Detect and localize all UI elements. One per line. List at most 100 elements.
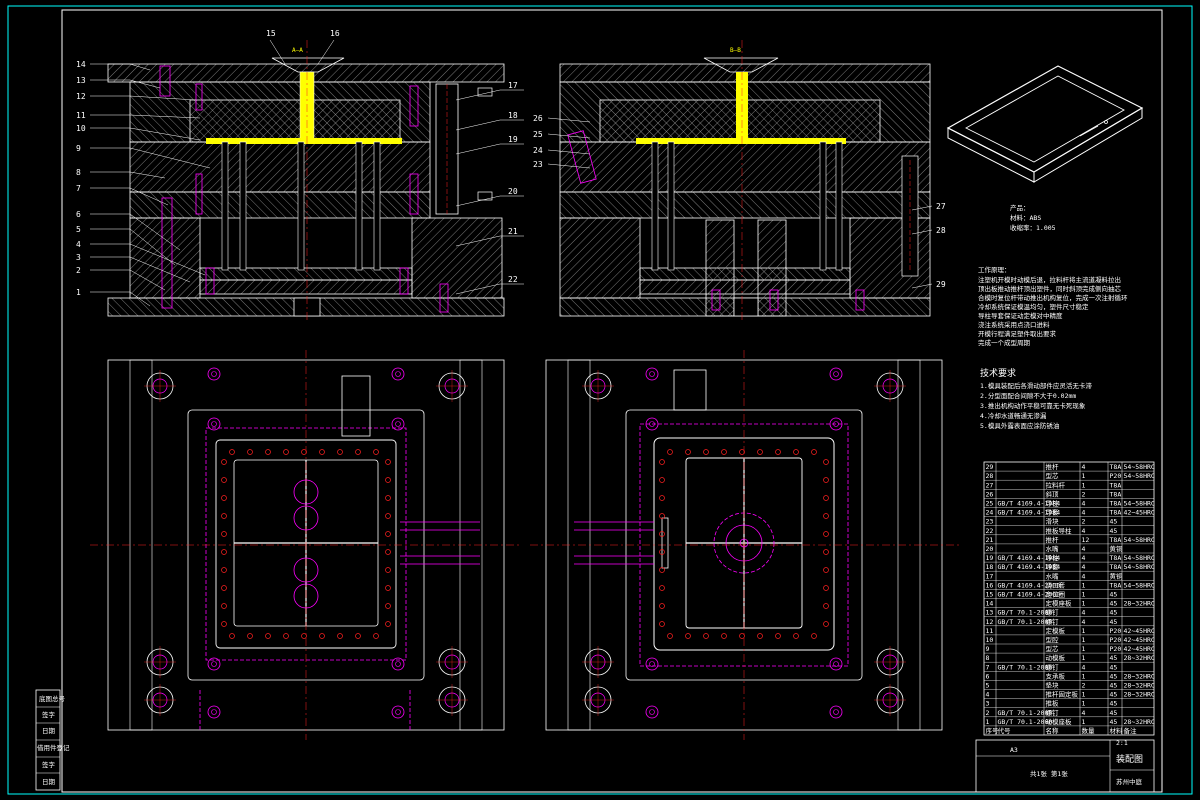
bom-cell: 19	[986, 554, 994, 562]
section-label-right: B—B	[730, 47, 741, 54]
bom-cell: 10	[986, 636, 994, 644]
callout-16: 16	[330, 29, 340, 38]
sidebar-label-1: 底图总号	[39, 694, 66, 703]
work-principle: 工作原理： 注塑机开模时动模后退，拉料杆将主流道凝料拉出顶出板推动推杆顶出塑件，…	[978, 265, 1128, 347]
callout-15: 15	[266, 29, 276, 38]
sidebar-registration: 底图总号 签字 日期 借用件登记 签字 日期	[35, 689, 70, 791]
section-view-left	[107, 40, 505, 320]
bom-cell: 29	[986, 463, 994, 471]
bom-cell: 45	[1110, 718, 1118, 726]
bom-cell: GB/T 4169.4-1984	[998, 509, 1061, 517]
sidebar-label-6: 日期	[42, 778, 56, 786]
bom-cell: 45	[1110, 709, 1118, 717]
bom-cell: 4	[1082, 500, 1086, 508]
bom-cell: 定模板	[1046, 626, 1066, 635]
bom-cell: 12	[986, 618, 994, 626]
sheet-note: 共1张 第1张	[1030, 769, 1068, 778]
bom-cell: 2	[986, 709, 990, 717]
bom-cell: 1	[1082, 600, 1086, 608]
bom-cell: 23	[986, 518, 994, 526]
bom-cell: 1	[1082, 672, 1086, 680]
bom-cell: 螺钉	[1046, 662, 1060, 671]
tech-req-line: 5.模具外露表面应涂防锈油	[980, 421, 1059, 430]
bom-cell: GB/T 4169.4-2000	[998, 591, 1061, 599]
callout-22: 22	[508, 275, 518, 284]
bom-cell: 垫块	[1046, 681, 1060, 690]
callout-27: 27	[936, 202, 946, 211]
bom-cell: 4	[1082, 663, 1086, 671]
callout-29: 29	[936, 280, 946, 289]
bom-cell: 水嘴	[1046, 544, 1060, 553]
sidebar-label-5: 签字	[42, 760, 56, 769]
bom-cell: 黄铜	[1110, 571, 1124, 580]
bom-cell: 18	[986, 563, 994, 571]
bom-cell: 42~45HRC	[1124, 636, 1155, 644]
bom-cell: 45	[1110, 591, 1118, 599]
bom-cell: 45	[1110, 518, 1118, 526]
product-shrinkage: 收缩率：1.005	[1010, 223, 1056, 232]
bom-cell: P20	[1110, 645, 1122, 653]
bom-cell: 推杆固定板	[1046, 690, 1079, 699]
bom-cell: 11	[986, 627, 994, 635]
tech-req-line: 1.模具装配后各滑动部件应灵活无卡滞	[980, 381, 1092, 390]
bom-cell: 54~58HRC	[1124, 500, 1155, 508]
callout-19: 19	[508, 135, 518, 144]
plan-left-holes	[144, 367, 468, 719]
inner-frame	[61, 9, 1163, 793]
bom-cell: 21	[986, 536, 994, 544]
technical-requirements: 技术要求 1.模具装配后各滑动部件应灵活无卡滞2.分型面配合间隙不大于0.02m…	[980, 367, 1092, 430]
bom-cell: T8A	[1110, 554, 1122, 562]
bom-header-cell: 数量	[1082, 726, 1096, 735]
bom-cell: 4	[1082, 709, 1086, 717]
bom-cell: GB/T 4169.4-1984	[998, 500, 1061, 508]
work-principle-line: 冷却系统保证模温均匀，塑件尺寸稳定	[978, 302, 1089, 311]
bom-cell: 导柱	[1046, 499, 1060, 508]
bom-cell: 斜顶	[1046, 489, 1060, 498]
drawing-name: 装配图	[1116, 753, 1143, 765]
tech-req-heading: 技术要求	[980, 367, 1016, 379]
bom-cell: 45	[1110, 691, 1118, 699]
bom-cell: 54~58HRC	[1124, 581, 1155, 589]
bom-cell: 25	[986, 500, 994, 508]
bom-cell: 推杆	[1046, 535, 1060, 544]
work-principle-line: 注塑机开模时动模后退，拉料杆将主流道凝料拉出	[978, 275, 1121, 284]
bom-cell: 45	[1110, 682, 1118, 690]
bom-cell: 3	[986, 700, 990, 708]
bom-cell: 4	[1082, 554, 1086, 562]
bom-cell: 推杆	[1046, 462, 1060, 471]
bom-cell: 16	[986, 581, 994, 589]
bom-cell: 54~58HRC	[1124, 463, 1155, 471]
bom-cell: T8A	[1110, 563, 1122, 571]
bom-cell: 12	[1082, 536, 1090, 544]
bom-cell: 定位圈	[1046, 590, 1066, 599]
title-block: 装配图 2:1 苏州中庭 A3 共1张 第1张	[975, 739, 1155, 793]
bom-cell: 42~45HRC	[1124, 509, 1155, 517]
bom-cell: 1	[1082, 627, 1086, 635]
bom-cell: 浇口套	[1046, 580, 1066, 589]
plan-view-left	[90, 350, 520, 740]
bom-cell: T8A	[1110, 490, 1122, 498]
sidebar-label-4: 借用件登记	[37, 743, 70, 752]
callout-13: 13	[76, 76, 86, 85]
bom-cell: 45	[1110, 600, 1118, 608]
tech-req-line: 4.冷却水道畅通无渗漏	[980, 411, 1047, 420]
work-principle-line: 合模时复位杆带动推出机构复位，完成一次注射循环	[978, 293, 1128, 302]
bom-cell: 4	[1082, 572, 1086, 580]
bom-cell: 54~58HRC	[1124, 563, 1155, 571]
bom-cell: 水嘴	[1046, 571, 1060, 580]
callout-24: 24	[533, 146, 543, 155]
bom-cell: 4	[1082, 545, 1086, 553]
bom-cell: 15	[986, 591, 994, 599]
bom-cell: 42~45HRC	[1124, 645, 1155, 653]
outer-frame	[7, 5, 1193, 795]
callout-21: 21	[508, 227, 518, 236]
bom-cell: 型芯	[1046, 644, 1060, 653]
bom-header-cell: 备注	[1124, 726, 1138, 735]
bom-header-cell: 名称	[1046, 726, 1060, 735]
bom-cell: T8A	[1110, 463, 1122, 471]
callout-26: 26	[533, 114, 543, 123]
callout-17: 17	[508, 81, 518, 90]
bom-cell: 1	[1082, 591, 1086, 599]
